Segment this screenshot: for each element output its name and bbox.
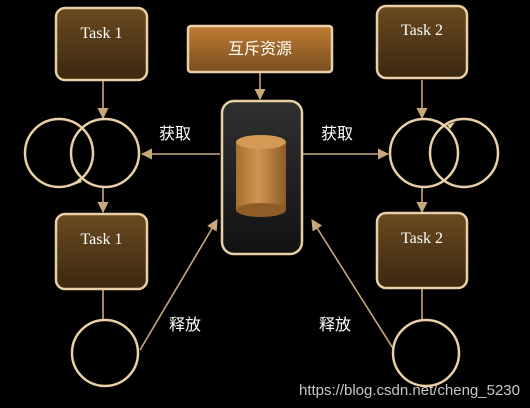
left-release-label: 释放 (169, 315, 201, 334)
mutex-title-text: 互斥资源 (228, 40, 292, 58)
left-release-circle (70, 318, 140, 388)
right-release-label: 释放 (319, 315, 351, 334)
right-top-task-box: Task 2 (375, 4, 469, 80)
left-release-arrow (139, 219, 218, 351)
left-bottom-task-label: Task 1 (81, 231, 123, 248)
resource-cylinder-icon (236, 135, 286, 217)
connectors (97, 72, 428, 351)
right-bottom-task-box: Task 2 (375, 211, 469, 290)
left-acquire-label: 获取 (159, 124, 191, 143)
right-release-circle (391, 318, 461, 388)
left-top-task-label: Task 1 (81, 25, 123, 42)
left-top-task-box: Task 1 (54, 6, 149, 82)
left-wait-loop (23, 117, 141, 189)
left-bottom-task-box: Task 1 (54, 212, 149, 291)
right-acquire-label: 获取 (321, 124, 353, 143)
mutex-pool (220, 99, 304, 256)
right-wait-loop (388, 117, 500, 189)
mutex-resource-title: 互斥资源 (186, 24, 334, 74)
right-release-arrow (311, 219, 395, 351)
right-bottom-task-label: Task 2 (401, 230, 443, 247)
watermark-text: https://blog.csdn.net/cheng_5230 (299, 382, 520, 399)
right-top-task-label: Task 2 (401, 22, 443, 39)
